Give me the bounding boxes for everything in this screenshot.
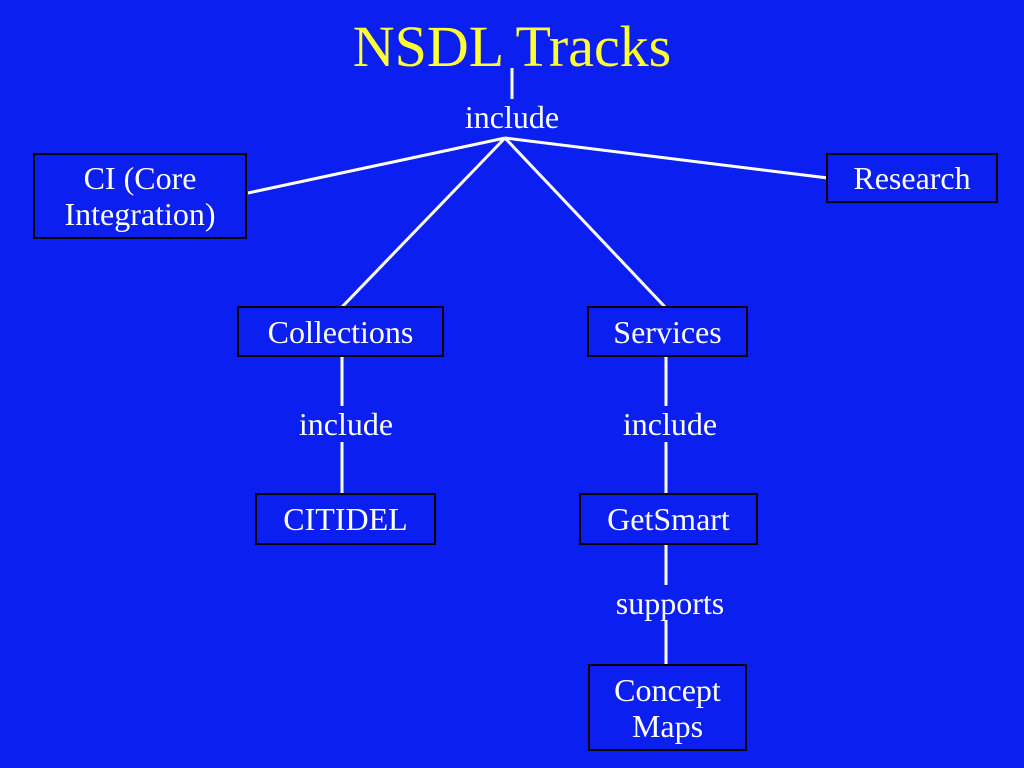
node-services: Services: [587, 306, 748, 357]
edge-label-services-include: include: [606, 406, 734, 442]
edge-label-top-include: include: [448, 99, 576, 135]
node-concept-maps: Concept Maps: [588, 664, 747, 751]
node-getsmart: GetSmart: [579, 493, 758, 545]
edge-label-collections-include: include: [282, 406, 410, 442]
edge-hub-ci: [247, 136, 506, 195]
node-citidel: CITIDEL: [255, 493, 436, 545]
node-ci: CI (Core Integration): [33, 153, 247, 239]
node-research: Research: [826, 153, 998, 203]
node-collections: Collections: [237, 306, 444, 357]
edge-label-getsmart-supports: supports: [591, 585, 749, 621]
page-title: NSDL Tracks: [352, 14, 672, 79]
edge-hub-services: [503, 136, 667, 309]
edge-hub-research: [504, 136, 829, 180]
edge-hub-collections: [340, 136, 507, 309]
